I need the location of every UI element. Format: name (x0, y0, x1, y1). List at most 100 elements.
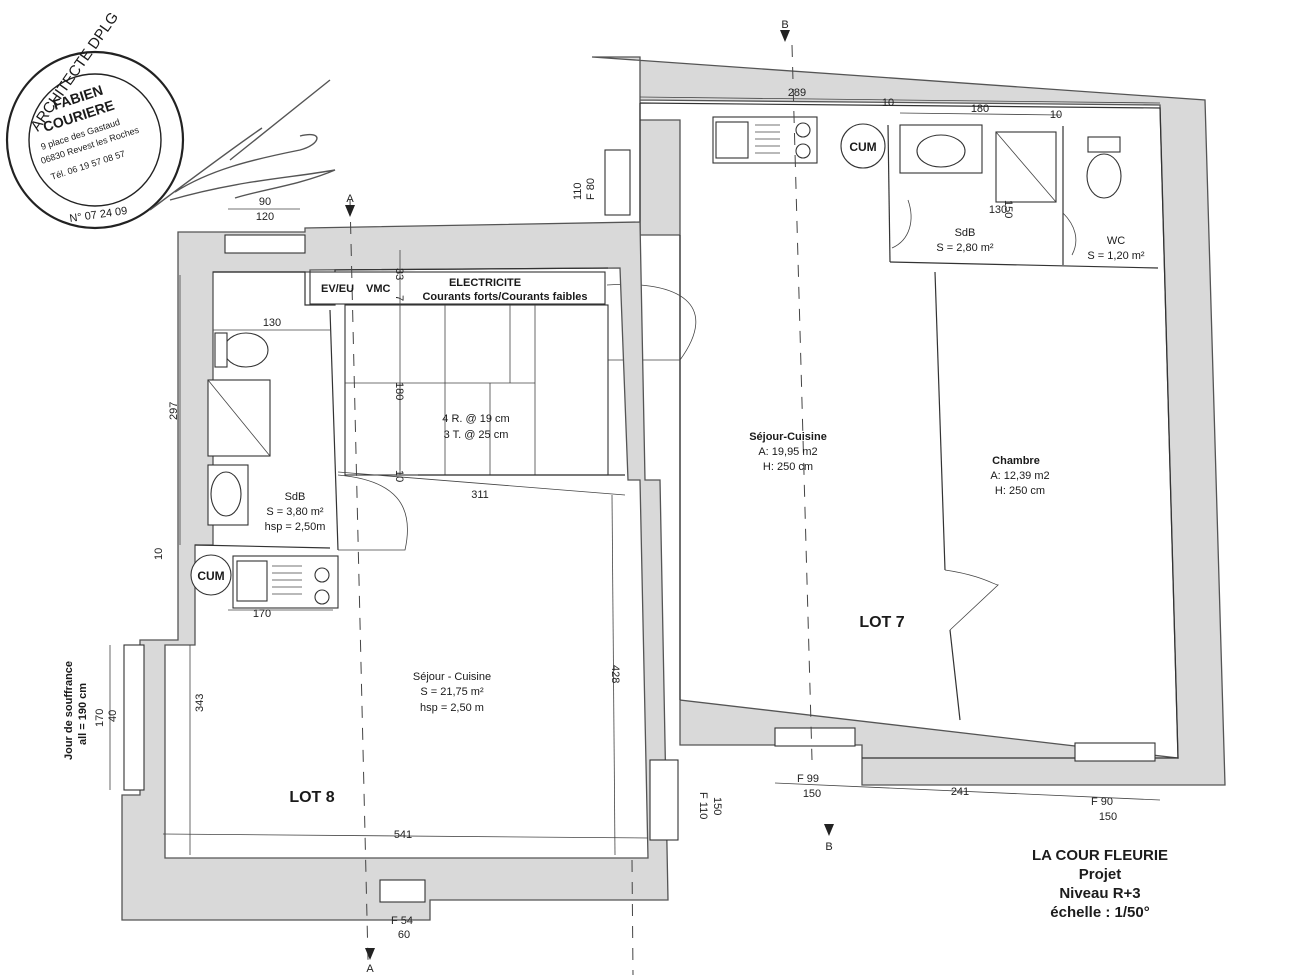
section-b-bottom-label: B (825, 841, 832, 853)
lot8-interior-top (213, 267, 609, 306)
dim-90a: 90 (259, 196, 271, 208)
dim-343: 343 (194, 694, 206, 712)
lot7-shower-diag (995, 131, 1057, 203)
lot7-hob-2 (795, 143, 811, 159)
lot8-sdb-area: S = 3,80 m² (266, 506, 324, 518)
lot7-chambre-wall-lower (949, 629, 961, 721)
lot8-stair-treads: 3 T. @ 25 cm (444, 429, 509, 441)
lot8-shower-diag (207, 379, 271, 457)
lot7-window-3 (604, 149, 631, 216)
lot8-stair-risers: 4 R. @ 19 cm (442, 413, 509, 425)
lot8-tech-band (309, 271, 606, 305)
dim-311: 311 (471, 489, 489, 501)
dim-7: 7 (393, 295, 405, 301)
lot8-building: CUM (121, 199, 679, 975)
jour-line2: all = 190 cm (77, 683, 89, 745)
lot7-sejour-name: Séjour-Cuisine (749, 431, 827, 443)
dim-10a: 10 (882, 97, 894, 109)
lot8-sdb-height: hsp = 2,50m (265, 521, 326, 533)
lot8-section-line-a (349, 199, 369, 961)
lot8-sejour-area: S = 21,75 m² (420, 686, 484, 698)
lot7-window-1 (774, 727, 856, 747)
stamp-outer-ring (5, 50, 185, 230)
lot7-wc-door (1062, 212, 1077, 256)
lot7-interior-outline (639, 102, 1179, 759)
stamp-inner-ring (28, 73, 162, 207)
dim-f54: F 54 (391, 915, 413, 927)
dim-33: 33 (393, 268, 405, 280)
lot8-electricite: ELECTRICITE (449, 277, 521, 289)
dim-289: 289 (788, 87, 806, 99)
architect-stamp: ARCHITECTE DPLG N° 07 24 09 FABIEN COURI… (5, 9, 185, 230)
dim-170b: 170 (94, 709, 106, 727)
dim-297: 297 (168, 402, 180, 420)
signature (149, 79, 336, 211)
lot8-cum-label: CUM (197, 569, 224, 583)
lot7-chambre-area: A: 12,39 m2 (990, 470, 1049, 482)
dim-10c: 10 (393, 470, 405, 482)
lot8-sdb-door (337, 474, 408, 551)
lot7-chambre-name: Chambre (992, 455, 1040, 467)
lot8-window-bottom (379, 879, 426, 903)
lot7-wc-tank (1087, 136, 1121, 153)
lot7-drainer (755, 124, 780, 154)
title-subtitle: Projet (1078, 866, 1122, 883)
lot7-chambre-wall-upper (934, 271, 946, 571)
lot7-partition-1 (887, 124, 891, 263)
dim-170a: 170 (253, 608, 271, 620)
dim-150d: 150 (1099, 811, 1117, 823)
lot7-sink (715, 121, 749, 159)
lot8-hob-1 (314, 567, 330, 583)
stamp-ring-bottom: N° 07 24 09 (69, 205, 128, 225)
lot8-wc-bowl (223, 332, 269, 368)
lot7-wc-area: S = 1,20 m² (1087, 250, 1145, 262)
dimension-lines (109, 96, 1161, 856)
lot7-sejour-height: H: 250 cm (763, 461, 813, 473)
dim-130b: 130 (263, 317, 281, 329)
dim-10b: 10 (1050, 109, 1062, 121)
lot8-label: LOT 8 (289, 789, 334, 806)
lot8-section-line-extra (631, 859, 634, 975)
lot7-washbasin (916, 134, 966, 168)
title-scale: échelle : 1/50° (1050, 904, 1150, 921)
dim-180a: 180 (971, 103, 989, 115)
lot7-sdb-door (891, 199, 912, 249)
section-markers: B B A A (345, 19, 834, 975)
dim-10d: 10 (153, 548, 165, 560)
lot7-wc-bowl (1086, 153, 1122, 199)
section-b-top-arrow (780, 30, 790, 42)
lot8-window-right (649, 759, 679, 841)
dim-120: 120 (256, 211, 274, 223)
lot7-building: CUM (591, 44, 1226, 786)
lot7-chambre-height: H: 250 cm (995, 485, 1045, 497)
lot8-sdb-bottom (194, 544, 331, 549)
dim-150b: 150 (711, 797, 723, 815)
lot8-drainer (272, 565, 302, 595)
dim-110a: 110 (572, 182, 584, 200)
title-project-name: LA COUR FLEURIE (1031, 847, 1169, 864)
dim-f99: F 99 (797, 773, 819, 785)
lot8-sdb-wall (329, 309, 339, 551)
lot7-sejour-area: A: 19,95 m2 (758, 446, 817, 458)
lot7-hob-1 (795, 122, 811, 138)
lot8-jour-opening (123, 644, 145, 791)
dim-f90: F 90 (1091, 796, 1113, 808)
section-b-bottom-arrow (824, 824, 834, 836)
lot8-sink (236, 560, 268, 602)
dim-180b: 180 (393, 382, 405, 400)
title-level: Niveau R+3 (1059, 885, 1141, 902)
lot8-vmc: VMC (366, 283, 391, 295)
jour-line1: Jour de souffrance (63, 661, 75, 760)
lot8-window-top (224, 234, 306, 254)
lot7-entrance-door (606, 283, 697, 361)
title-block: LA COUR FLEURIE Projet Niveau R+3 échell… (990, 846, 1210, 922)
lot7-section-line-b (791, 44, 813, 761)
lot7-label: LOT 7 (859, 614, 904, 631)
dim-40: 40 (107, 710, 119, 722)
section-b-top-label: B (781, 19, 788, 31)
lot8-stairs (344, 304, 625, 476)
dim-f110: F 110 (697, 792, 709, 819)
lot7-chambre-door (944, 569, 1000, 631)
lot8-hob-2 (314, 589, 330, 605)
lot7-sdb-name: SdB (955, 227, 976, 239)
